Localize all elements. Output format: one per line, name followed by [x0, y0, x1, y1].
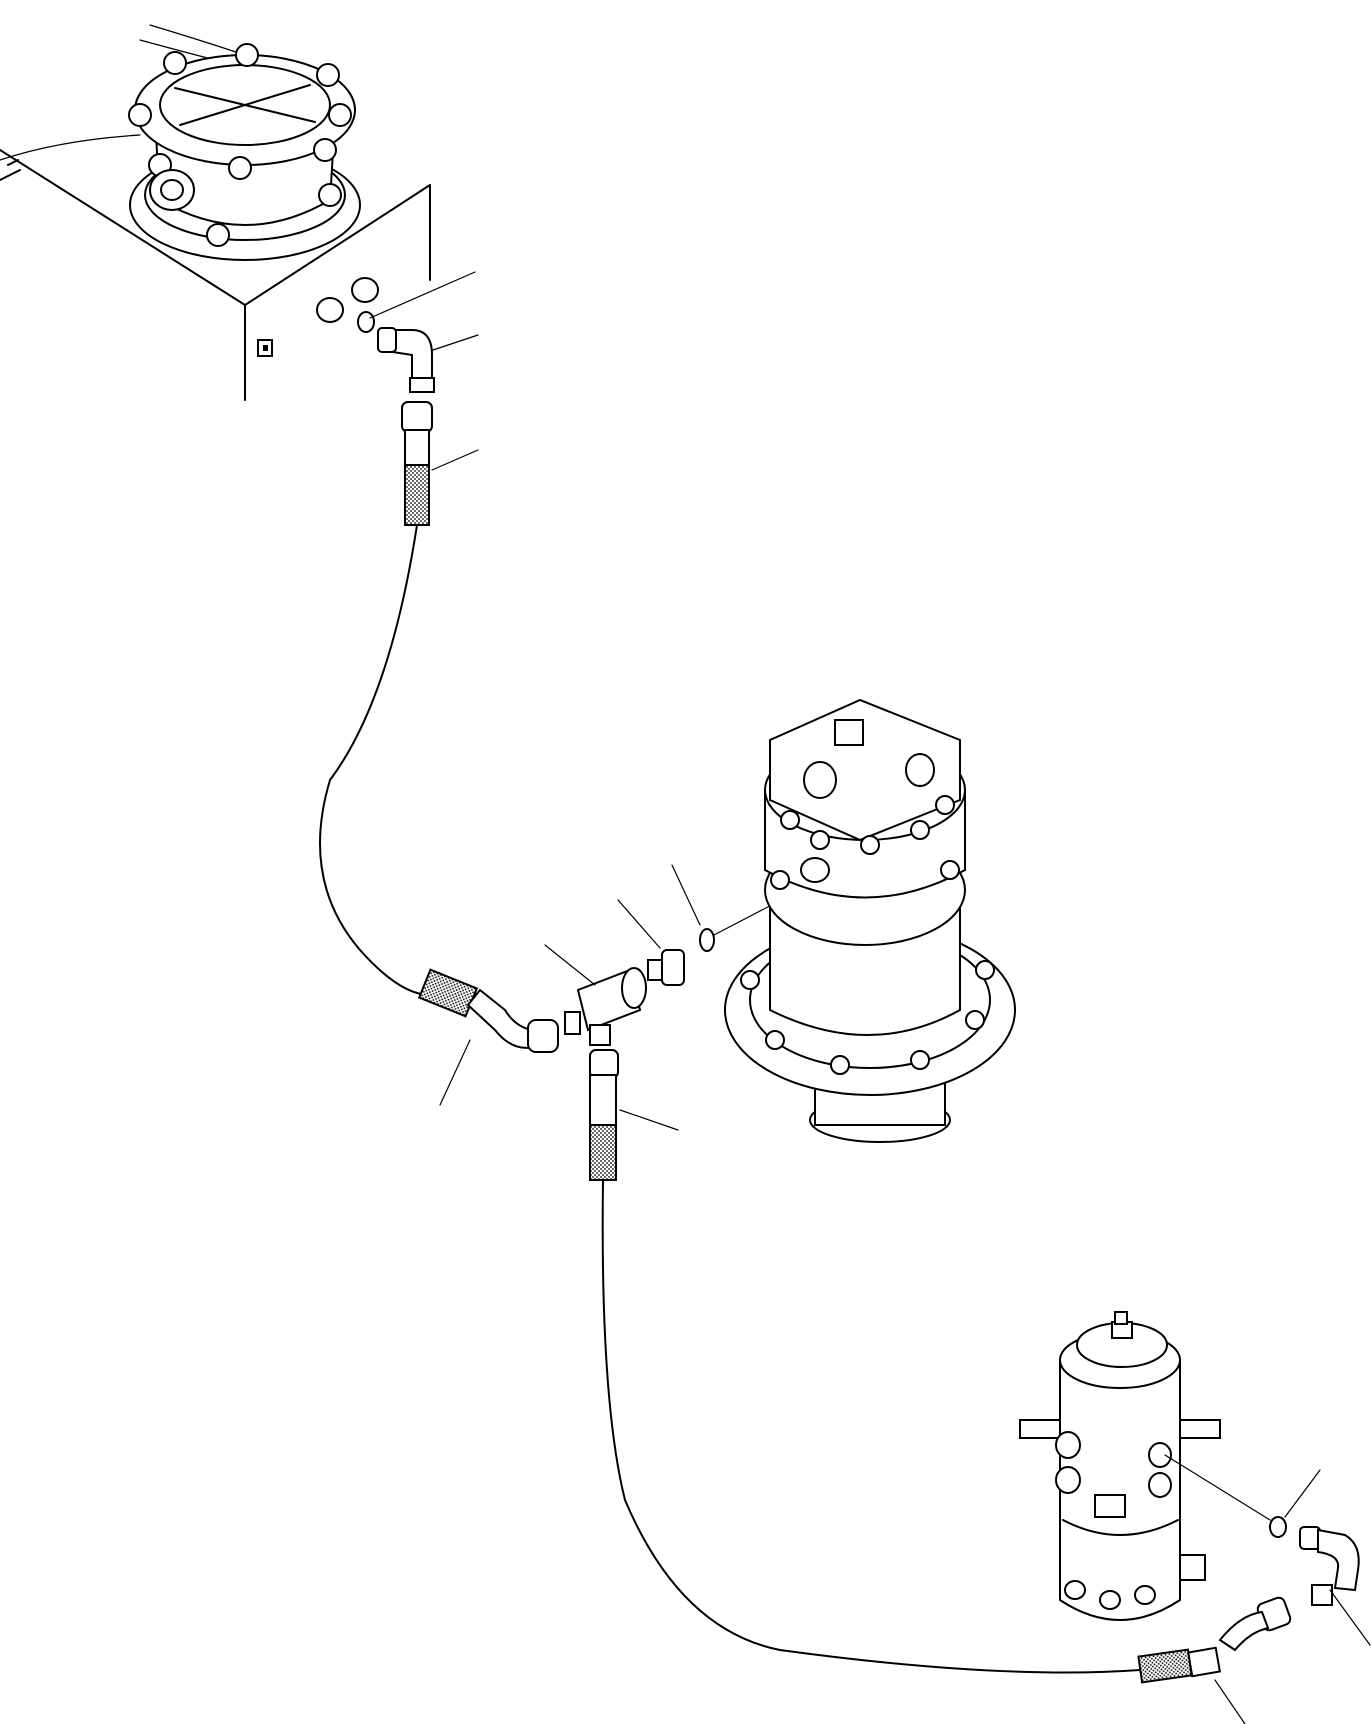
hose-line-tee-to-swivel: [601, 1179, 1141, 1674]
callout-leader: [431, 449, 479, 471]
upper-hose-fitting: [401, 401, 433, 526]
callout-leader: [432, 334, 479, 351]
swivel-joint: [1019, 1311, 1221, 1621]
callout-leader: [619, 1109, 679, 1131]
upper-elbow-fitting: [377, 327, 435, 393]
hose-line-tank-to-tee: [319, 524, 431, 996]
tee-fitting: [564, 967, 647, 1046]
callout-leader: [1284, 1469, 1321, 1518]
callout-leader: [671, 864, 701, 926]
upper-o-ring: [357, 311, 375, 333]
swivel-hose-fitting: [1137, 1596, 1292, 1684]
swivel-guide-line: [1164, 1454, 1271, 1521]
callout-leader: [544, 944, 596, 986]
callout-leader-lines: [369, 271, 1371, 1724]
callout-leader: [617, 899, 661, 949]
callout-leader: [369, 271, 476, 319]
tank-bolt-group: [128, 43, 352, 247]
lower-hose-fitting: [589, 1049, 619, 1181]
swivel-o-ring: [1269, 1516, 1287, 1538]
swing-motor-bolts: [740, 795, 995, 1075]
swing-motor: [724, 698, 1016, 1143]
middle-o-ring: [699, 928, 715, 952]
middle-hose-elbow: [417, 968, 559, 1053]
callout-leader: [439, 1039, 471, 1106]
swivel-elbow-fitting: [1299, 1526, 1360, 1606]
callout-leader: [1329, 1589, 1371, 1646]
adapter-fitting: [647, 949, 685, 986]
hydraulic-tank: [0, 24, 431, 401]
callout-leader: [1214, 1679, 1246, 1724]
